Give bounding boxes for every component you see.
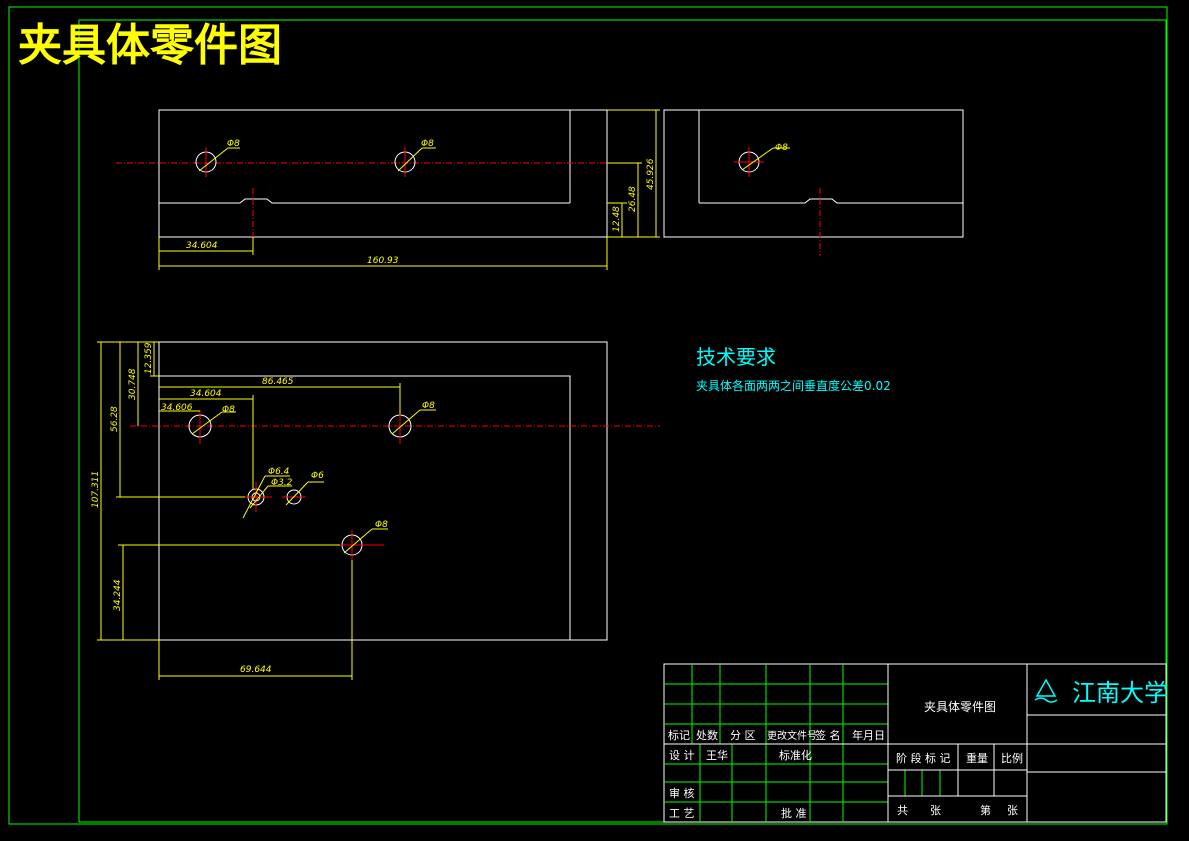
sheets-label: 张 [930, 804, 941, 817]
university-logo-icon [1034, 678, 1058, 703]
side-view [663, 109, 964, 238]
hole-leader [391, 409, 421, 435]
designer-name: 王华 [706, 748, 728, 762]
revision-grid [664, 664, 941, 822]
hole-label: Φ8 [421, 139, 434, 149]
side-view-step [699, 198, 963, 204]
hole-label: Φ6.4 [268, 467, 290, 477]
hole-leader [191, 411, 223, 435]
hole-label: Φ8 [227, 139, 240, 149]
drawing-title: 夹具体零件图 [18, 20, 282, 71]
scale-label: 比例 [1001, 751, 1023, 765]
hole-label: Φ8 [222, 405, 235, 415]
title-block [663, 663, 1167, 823]
hole-label: Φ6 [311, 471, 324, 481]
hole-leader [397, 147, 423, 172]
hole-leader [285, 481, 309, 506]
tech-req-heading: 技术要求 [696, 345, 776, 369]
dim-text: 12.359 [144, 342, 154, 374]
front-view-centerlines [116, 162, 630, 240]
inner-frame [78, 19, 1167, 823]
top-view-outline [158, 341, 608, 641]
dim-text: 30.748 [128, 368, 138, 400]
header-sign: 签 名 [815, 728, 841, 742]
review-label: 审 核 [669, 786, 695, 800]
header-count: 处数 [696, 729, 718, 742]
design-label: 设 计 [669, 749, 695, 762]
front-view-outline [158, 109, 608, 238]
top-view-inner [159, 375, 571, 640]
hole-leader [741, 147, 774, 171]
hole-leader [343, 528, 373, 554]
hole-leader [242, 475, 266, 519]
stage-mark-label: 阶 段 标 记 [896, 751, 951, 765]
part-name: 夹具体零件图 [924, 700, 996, 714]
hole-label: Φ8 [422, 401, 435, 411]
weight-label: 重量 [966, 751, 988, 765]
dim-text: 160.93 [367, 256, 399, 266]
university-name: 江南大学 [1072, 679, 1168, 707]
process-label: 工 艺 [669, 807, 695, 820]
approve-label: 批 准 [781, 806, 807, 820]
hole-label: Φ8 [775, 143, 788, 153]
dim-text: 34.604 [186, 241, 218, 251]
outer-frame [8, 6, 1168, 825]
header-date: 年月日 [852, 728, 885, 742]
dim-text: 86.465 [262, 377, 294, 387]
hole-leader [198, 147, 229, 172]
hole-label: Φ3.2 [271, 478, 293, 488]
total-label: 共 [897, 804, 908, 817]
title-block-border [663, 663, 1167, 823]
front-dimensions [158, 109, 660, 270]
front-view [158, 109, 608, 238]
top-holes: Φ8 Φ8 Φ6.4 Φ3.2 Φ6 Φ8 [188, 401, 436, 562]
dim-text: 34.244 [113, 579, 123, 611]
top-dimensions [97, 341, 401, 680]
sheet-label: 张 [1007, 804, 1018, 817]
standardization-label: 标准化 [779, 748, 812, 762]
dim-text: 45.926 [646, 158, 656, 190]
header-zone: 分 区 [730, 729, 756, 742]
dim-text: 12.48 [612, 206, 622, 232]
dim-text: 34.606 [161, 403, 193, 413]
hole-label: Φ8 [375, 520, 388, 530]
title-block-lines [664, 664, 1166, 822]
front-holes: Φ8 Φ8 [195, 139, 436, 177]
dim-text: 69.644 [240, 665, 272, 675]
side-view-outline [663, 109, 964, 238]
top-view [158, 341, 608, 641]
hole-leader [249, 485, 269, 509]
dim-text: 107.311 [91, 471, 101, 508]
front-view-step [159, 198, 570, 204]
sheet-no-label: 第 [980, 803, 991, 817]
tech-req-text: 夹具体各面两两之间垂直度公差0.02 [696, 378, 891, 393]
dim-text: 26.48 [628, 186, 638, 212]
side-holes: Φ8 [734, 143, 790, 177]
header-mark: 标记 [668, 728, 690, 742]
revision-headers: 标记 处数 分 区 更改文件号 签 名 年月日 设 计 王华 标准化 审 核 工… [668, 728, 1023, 820]
dim-text: 34.604 [190, 389, 222, 399]
header-doc-no: 更改文件号 [767, 729, 817, 742]
dim-text: 56.28 [110, 406, 120, 432]
